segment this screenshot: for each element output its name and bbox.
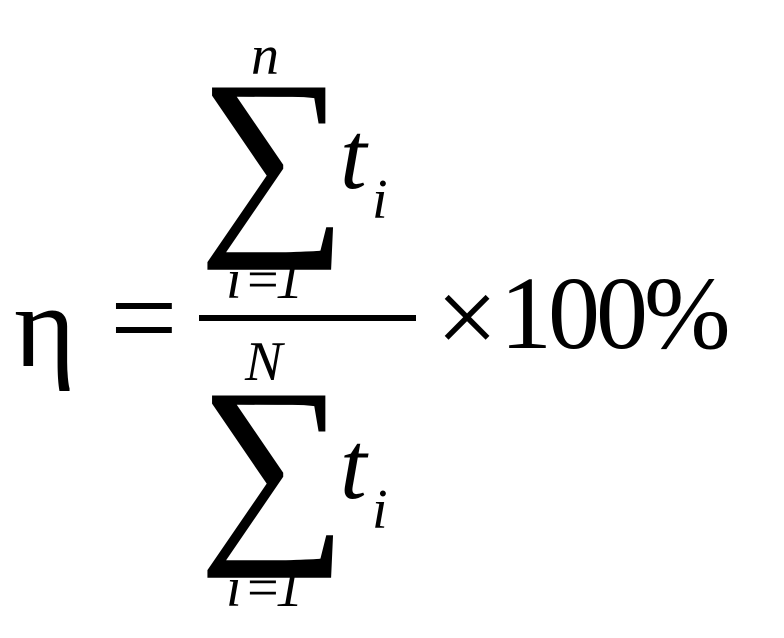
denominator-term-subscript: i <box>372 479 388 541</box>
numerator-sum-symbol: ∑ <box>198 39 348 271</box>
denominator-sum-symbol: ∑ <box>198 347 348 579</box>
fraction-bar <box>199 315 416 321</box>
denominator-lower-limit: i =1 <box>226 557 303 619</box>
numerator-term: t <box>340 102 367 209</box>
percentage-value: 100% <box>500 256 731 371</box>
numerator-term-subscript: i <box>372 169 388 231</box>
times-sign: × <box>436 256 499 378</box>
denominator-term: t <box>340 412 367 519</box>
eta-symbol: η <box>14 261 76 392</box>
denominator-upper-limit: N <box>245 331 283 393</box>
equals-sign: = <box>110 251 178 384</box>
numerator-upper-limit: n <box>251 25 279 87</box>
numerator-lower-limit: i =1 <box>226 249 303 311</box>
